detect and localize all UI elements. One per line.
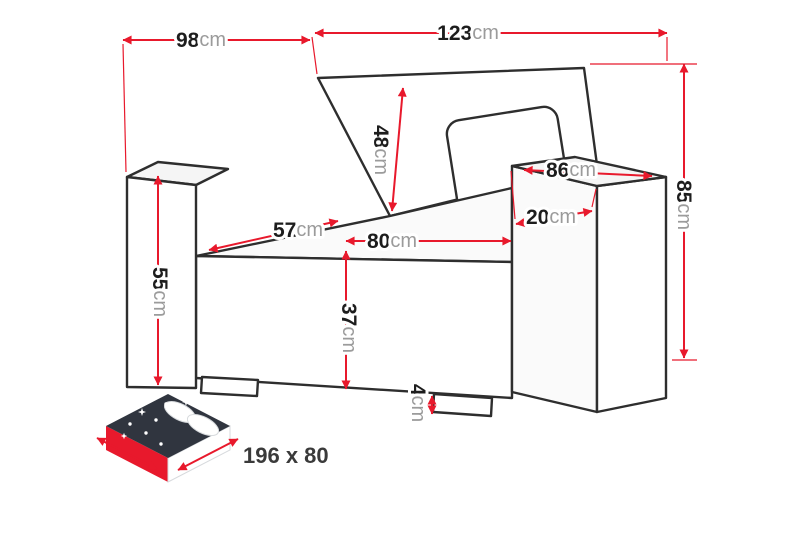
sleeping-size-label: 196 x 80 [243, 443, 329, 468]
right-armrest-inner [510, 164, 599, 414]
dimension-label-20cm: 20cm [526, 206, 576, 229]
dimension-label-48cm: 48cm [370, 125, 393, 175]
dimension-85cm: 85cm [590, 63, 699, 361]
seat-top [194, 186, 514, 264]
dimension-label-86cm: 86cm [546, 159, 596, 182]
dimension-86cm: 86cm [523, 156, 653, 185]
armchair-illustration [125, 66, 668, 418]
dimension-label-4cm: 4cm [407, 384, 430, 422]
dimension-label-37cm: 37cm [338, 303, 361, 353]
dimension-55cm: 55cm [146, 175, 175, 386]
dimension-57cm: 57cm [208, 216, 339, 253]
dimension-48cm: 48cm [367, 87, 407, 212]
dimension-20cm: 20cm [510, 170, 597, 232]
blanket-stars [120, 398, 190, 446]
dimension-4cm: 4cm [404, 381, 437, 425]
dimension-label-98cm: 98cm [176, 29, 226, 52]
bed-depth-arrow [96, 437, 158, 470]
dimension-label-80cm: 80cm [367, 230, 417, 253]
right-armrest-front [595, 175, 668, 414]
bed-width-arrow [177, 438, 239, 471]
sleeping-function-icon: 196 x 80 [96, 394, 329, 483]
dimension-label-123cm: 123cm [437, 22, 499, 45]
leg-right [431, 392, 494, 418]
leg-left [199, 375, 260, 398]
dimensions: 98cm 123cm 85cm 55cm 48cm 8 [122, 19, 699, 425]
dimension-label-55cm: 55cm [149, 267, 172, 317]
dimension-98cm: 98cm [122, 26, 311, 173]
dimension-label-57cm: 57cm [273, 219, 323, 242]
dimension-123cm: 123cm [311, 19, 668, 75]
dimension-80cm: 80cm [345, 227, 512, 256]
dimension-37cm: 37cm [335, 250, 364, 390]
dimension-label-85cm: 85cm [673, 180, 696, 230]
bed-pillow [186, 413, 220, 437]
